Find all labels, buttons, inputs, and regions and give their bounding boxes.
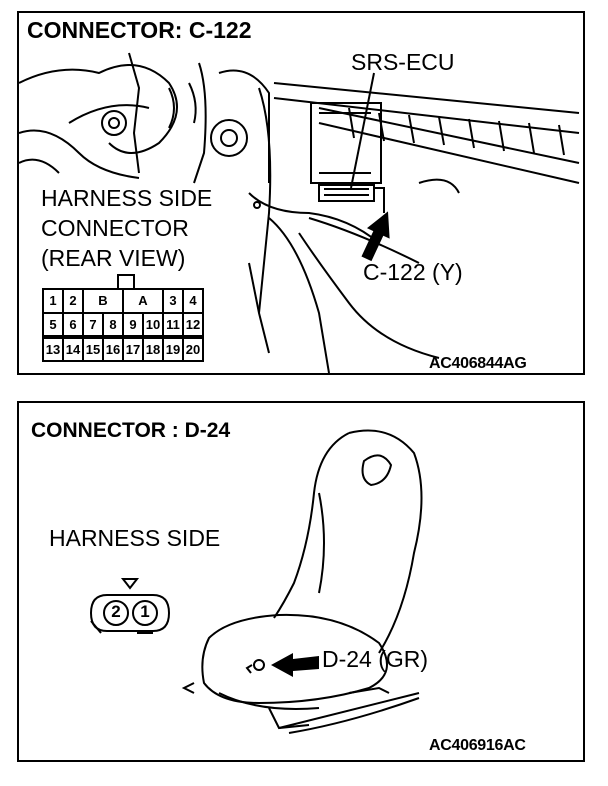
connector-pin-grid: 1 2 B A 3 4 5 6 7 8 9 10 11 12 13 14 15 … — [42, 273, 204, 363]
pin-label: 2 — [69, 293, 77, 308]
pin-label: 20 — [185, 342, 201, 357]
harness-label-line-1: HARNESS SIDE — [41, 185, 213, 211]
pin-label: 14 — [65, 342, 81, 357]
connector-callout: D-24 (GR) — [322, 646, 429, 672]
pin-label: 18 — [145, 342, 161, 357]
pin-label: 4 — [189, 293, 197, 308]
component-label-srs-ecu: SRS-ECU — [351, 49, 455, 75]
connector-callout: C-122 (Y) — [363, 259, 463, 285]
pin-label: B — [98, 293, 108, 308]
figure-code: AC406844AG — [429, 355, 527, 372]
pin-label: 1 — [49, 293, 57, 308]
seat-illustration — [181, 429, 423, 734]
pin-label: 6 — [69, 317, 77, 332]
pin-label: 11 — [166, 317, 180, 332]
arrow-icon — [361, 211, 390, 262]
arrow-icon — [271, 653, 319, 677]
dashboard-illustration — [19, 52, 580, 373]
harness-label: HARNESS SIDE — [49, 525, 221, 551]
harness-label-line-2: CONNECTOR — [41, 215, 189, 241]
pin-label: 16 — [105, 342, 121, 357]
pin-label: 10 — [145, 317, 161, 332]
pin-label: 15 — [85, 342, 101, 357]
pin-label: 19 — [165, 342, 181, 357]
connector-d24-panel: CONNECTOR : D-24 HARNESS SIDE D-24 (GR) … — [17, 401, 585, 762]
pin-label: 9 — [129, 317, 137, 332]
pin-label: 3 — [169, 293, 177, 308]
connector-outline — [89, 578, 171, 634]
connector-title: CONNECTOR : D-24 — [31, 419, 231, 442]
pin-label: 13 — [45, 342, 61, 357]
connector-title: CONNECTOR: C-122 — [27, 17, 252, 43]
pin-label: 8 — [109, 317, 117, 332]
figure-code: AC406916AC — [429, 737, 526, 754]
pin-label: 1 — [140, 602, 150, 621]
harness-label-line-3: (REAR VIEW) — [41, 245, 186, 271]
two-pin-connector: 2 1 — [87, 573, 173, 643]
pin-label: 7 — [89, 317, 97, 332]
connector-c122-panel: CONNECTOR: C-122 SRS-ECU HARNESS SIDE CO… — [17, 11, 585, 375]
pin-label: 5 — [49, 317, 57, 332]
pin-label: 2 — [111, 602, 121, 621]
pin-label: 12 — [185, 317, 201, 332]
pin-label: 17 — [125, 342, 141, 357]
connector-outline — [42, 274, 204, 362]
pin-label: A — [138, 293, 148, 308]
